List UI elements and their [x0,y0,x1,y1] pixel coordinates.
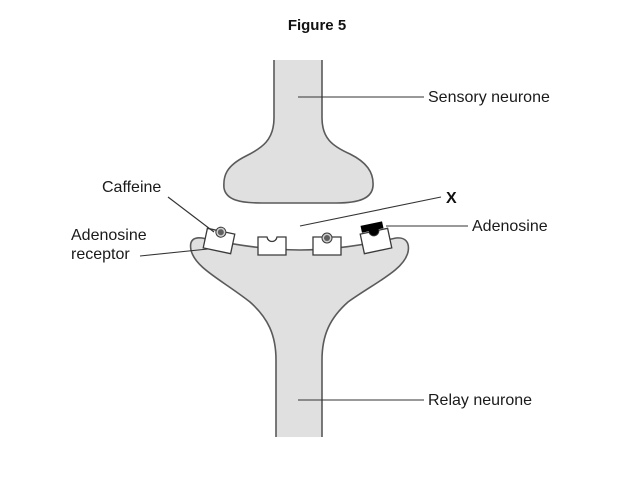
adenosine-label: Adenosine [472,218,548,235]
caffeine-core [217,229,224,236]
caffeine-core [324,235,330,241]
relay-neurone [189,237,410,437]
adenosine-receptor-2 [257,236,287,256]
adenosine-receptor-label-line1: Adenosine [71,227,147,244]
adenosine-receptor-4 [359,221,393,255]
sensory-neurone-label: Sensory neurone [428,89,550,106]
adenosine-receptor-3 [312,232,342,256]
adenosine-receptor-label-line2: receptor [71,246,130,263]
adenosine-receptor-1 [202,226,236,255]
x-marker-leader [299,196,442,227]
caffeine-leader [167,196,215,233]
x-marker-label: X [446,190,457,207]
caffeine-label: Caffeine [102,179,161,196]
sensory-neurone [223,60,374,204]
adenosine-receptor-leader [139,248,209,257]
relay-neurone-label: Relay neurone [428,392,532,409]
adenosine-molecule [360,221,384,236]
figure-title: Figure 5 [288,17,346,34]
